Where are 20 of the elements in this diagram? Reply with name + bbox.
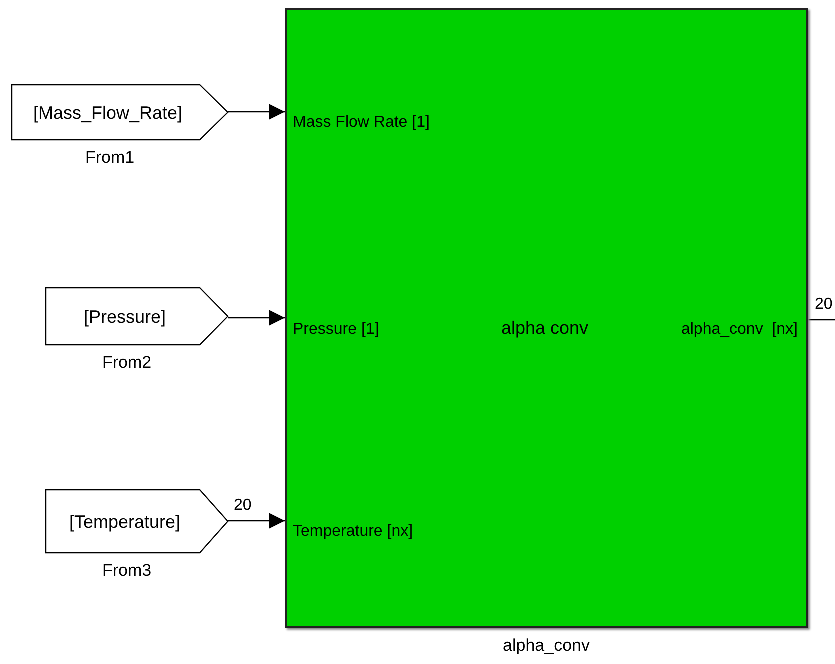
signal-tag-name: [Temperature] [68,510,182,532]
input-port-label: Pressure [1] [293,321,380,339]
block-name-label: alpha_conv [503,636,590,656]
signal-arrow [228,104,285,120]
output-port-label: alpha_conv [nx] [681,321,798,339]
input-port-label: Temperature [nx] [293,523,414,541]
subsystem-block [285,8,808,628]
block-name-label: From1 [85,148,135,168]
signal-line [808,319,835,321]
input-port-label: Mass Flow Rate [1] [293,114,430,132]
signal-arrow [228,310,285,326]
block-name: alpha conv [501,319,589,337]
block-name-label: From3 [102,561,152,581]
block-name-label: From2 [102,353,152,373]
from-tag-block [46,288,228,345]
from-tag-block [46,490,228,553]
from-tag-block [12,85,228,140]
signal-tag-name: [Mass_Flow_Rate] [32,102,184,124]
signal-tag-name: [Pressure] [82,306,168,328]
signal-arrow [228,513,285,529]
